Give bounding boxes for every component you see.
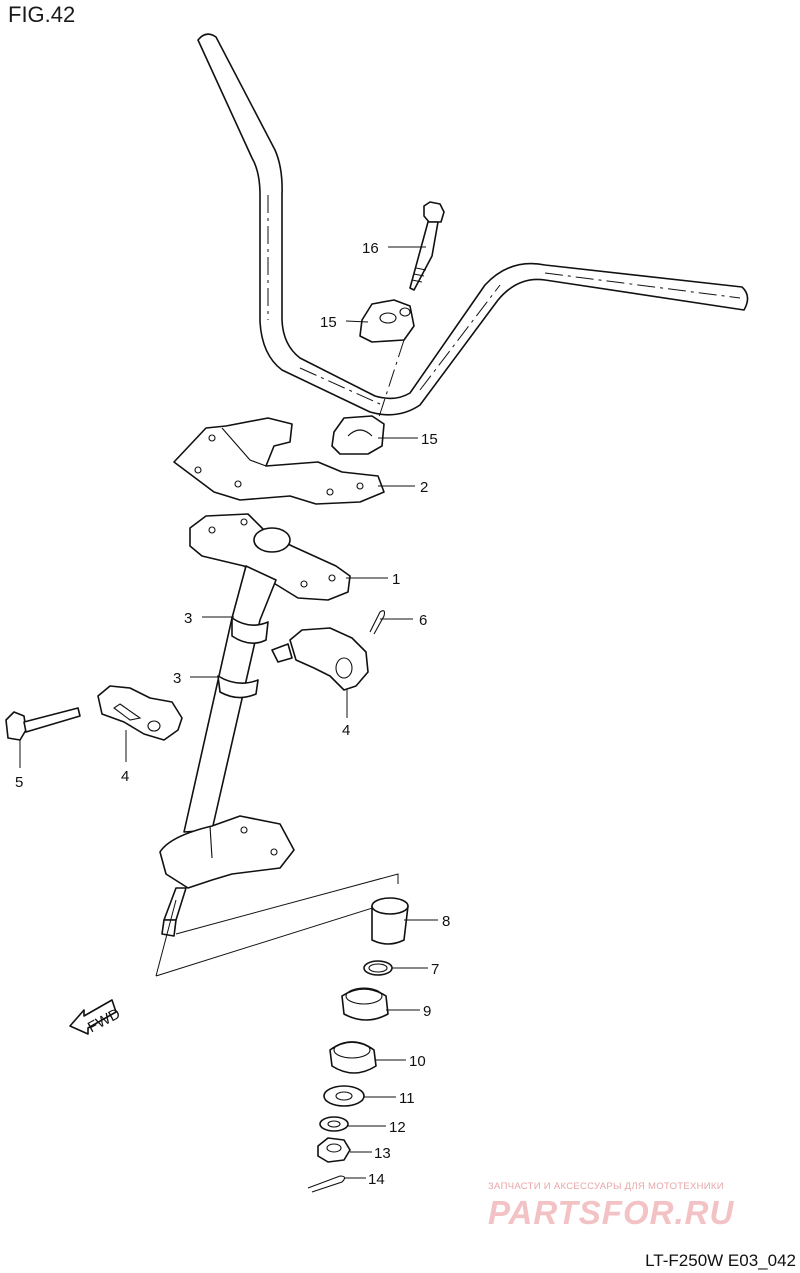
part-8-bushing bbox=[371, 897, 409, 945]
callout-12: 12 bbox=[389, 1119, 406, 1136]
watermark-brand: PARTSFOR.RU bbox=[488, 1194, 735, 1231]
handlebar bbox=[197, 33, 749, 416]
fwd-arrow-icon bbox=[69, 999, 117, 1035]
part-7-o-ring bbox=[363, 960, 393, 976]
callout-4-left: 4 bbox=[121, 768, 129, 785]
part-6-cotter-pin bbox=[369, 610, 386, 635]
callout-9: 9 bbox=[423, 1003, 431, 1020]
part-4-holder-right bbox=[271, 627, 369, 691]
part-5-bolt bbox=[5, 707, 81, 741]
callout-3-lower: 3 bbox=[173, 670, 181, 687]
callout-16: 16 bbox=[362, 240, 379, 257]
callout-6: 6 bbox=[419, 612, 427, 629]
callout-10: 10 bbox=[409, 1053, 426, 1070]
leader-lines bbox=[19, 246, 438, 1179]
part-16-bolt bbox=[409, 201, 445, 291]
figure-title: FIG.42 bbox=[8, 2, 76, 27]
callout-3-upper: 3 bbox=[184, 610, 192, 627]
callout-13: 13 bbox=[374, 1145, 391, 1162]
callout-5: 5 bbox=[15, 774, 23, 791]
callout-2: 2 bbox=[420, 479, 428, 496]
callout-14: 14 bbox=[368, 1171, 385, 1188]
callout-1: 1 bbox=[392, 571, 400, 588]
part-1-upper-bracket bbox=[189, 513, 351, 601]
part-2-bracket bbox=[173, 417, 385, 505]
part-10-bearing bbox=[329, 1041, 377, 1074]
part-4-holder-left bbox=[97, 685, 183, 741]
part-15-upper-holder bbox=[359, 299, 415, 343]
watermark-tagline: ЗАПЧАСТИ И АКСЕССУАРЫ ДЛЯ МОТОТЕХНИКИ bbox=[488, 1181, 724, 1192]
callout-15-lower: 15 bbox=[421, 431, 438, 448]
part-14-cotter-pin bbox=[307, 1175, 346, 1193]
part-12-washer bbox=[319, 1116, 349, 1132]
callout-11: 11 bbox=[399, 1090, 415, 1107]
steering-shaft bbox=[159, 565, 295, 937]
assembly-outline bbox=[155, 873, 399, 977]
part-9-seal bbox=[341, 987, 389, 1021]
part-13-nut bbox=[317, 1137, 351, 1163]
part-11-washer bbox=[323, 1085, 365, 1107]
part-15-lower-holder bbox=[331, 415, 385, 455]
callout-7: 7 bbox=[431, 961, 439, 978]
callout-8: 8 bbox=[442, 913, 450, 930]
callout-4-right: 4 bbox=[342, 722, 350, 739]
callout-15-upper: 15 bbox=[320, 314, 337, 331]
figure-code: LT-F250W E03_042 bbox=[645, 1251, 796, 1270]
